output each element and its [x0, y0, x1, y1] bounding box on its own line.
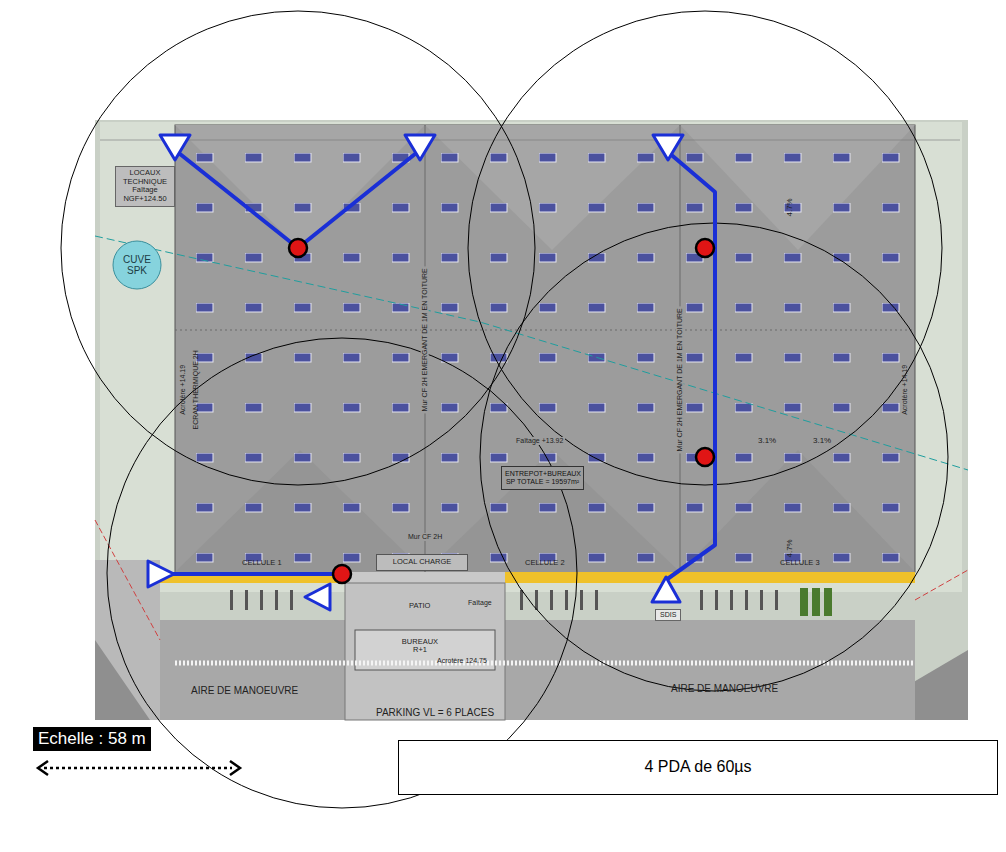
green-area: [100, 122, 962, 592]
vertical-note: 4.7%: [786, 198, 795, 216]
box-text: SDIS: [660, 611, 676, 619]
manoeuvre-area: [505, 620, 915, 720]
fence: [175, 661, 915, 666]
technical-room: LOCAUX TECHNIQUEFaîtage NGF+124.50: [115, 166, 175, 207]
box-text: CUVE SPK: [118, 254, 156, 277]
vertical-note: Acrotère +14.19: [901, 365, 909, 415]
roof-lines: [175, 125, 915, 572]
area-box: ENTREPOT+BUREAUX SP TOTALE = 19597m²: [501, 466, 584, 490]
network-line: [95, 236, 968, 470]
dock-band: [160, 572, 915, 583]
vertical-note: Acrotère +14.19: [179, 365, 187, 415]
box-text: ENTREPOT+BUREAUX SP TOTALE = 19597m²: [505, 470, 580, 486]
office-area: [345, 583, 505, 720]
plan-label: 3.1%: [813, 437, 831, 446]
vertical-note: Mur CF 2H EMERGANT DE 1M EN TOITURE: [421, 266, 429, 413]
sprinkler-tank: CUVE SPK: [112, 240, 162, 290]
scale-bar: [38, 761, 240, 775]
vertical-note: ECRAN THERMIQUE 2H: [192, 350, 200, 429]
plan-label: CELLULE 1: [242, 559, 282, 567]
vertical-note: Mur CF 2H EMERGANT DE 1M EN TOITURE: [676, 306, 684, 453]
limit-line: [915, 570, 968, 600]
manoeuvre-area: [160, 620, 345, 720]
plan-label: Acrotère 124.75: [437, 657, 487, 665]
summary-box: 4 PDA de 60µs: [398, 740, 998, 795]
tank-outline: [113, 241, 161, 289]
box-text: 4 PDA de 60µs: [644, 758, 751, 776]
plan-label: CELLULE 3: [780, 559, 820, 567]
plan-label: Faîtage: [468, 599, 492, 607]
box-text: Faîtage NGF+124.50: [118, 186, 172, 203]
plan-label: BUREAUX R+1: [398, 638, 442, 655]
containers: [800, 588, 832, 616]
vertical-note: 4.7%: [786, 539, 795, 557]
plan-label: AIRE DE MANOEUVRE: [191, 685, 298, 696]
roof: [175, 125, 915, 572]
box-text: LOCAUX TECHNIQUE: [118, 169, 172, 186]
plan-label: CELLULE 2: [525, 559, 565, 567]
protection-radius: [61, 11, 948, 808]
grid-lines: [100, 140, 960, 141]
box-text: LOCAL CHARGE: [380, 558, 464, 567]
plan-label: Mur CF 2H: [406, 533, 444, 541]
patio-gap: [345, 572, 505, 583]
scale-label: Echelle : 58 m: [33, 727, 151, 751]
fire-access-box: SDIS: [655, 609, 681, 621]
plan-label: Faîtage +13.92: [514, 437, 565, 445]
lightning-rod: [289, 239, 714, 583]
plan-label: PATIO: [409, 602, 430, 610]
map-edge: [95, 640, 150, 720]
down-conductor: [170, 150, 715, 580]
plan-label: AIRE DE MANOEUVRE: [671, 683, 778, 694]
box-text: Echelle : 58 m: [38, 729, 146, 749]
earth-point: [148, 135, 683, 610]
room-box: LOCAL CHARGE: [376, 554, 468, 571]
plan-label: PARKING VL = 6 PLACES: [376, 707, 494, 718]
plan-label: 3.1%: [758, 437, 776, 446]
skylights: [175, 125, 915, 572]
